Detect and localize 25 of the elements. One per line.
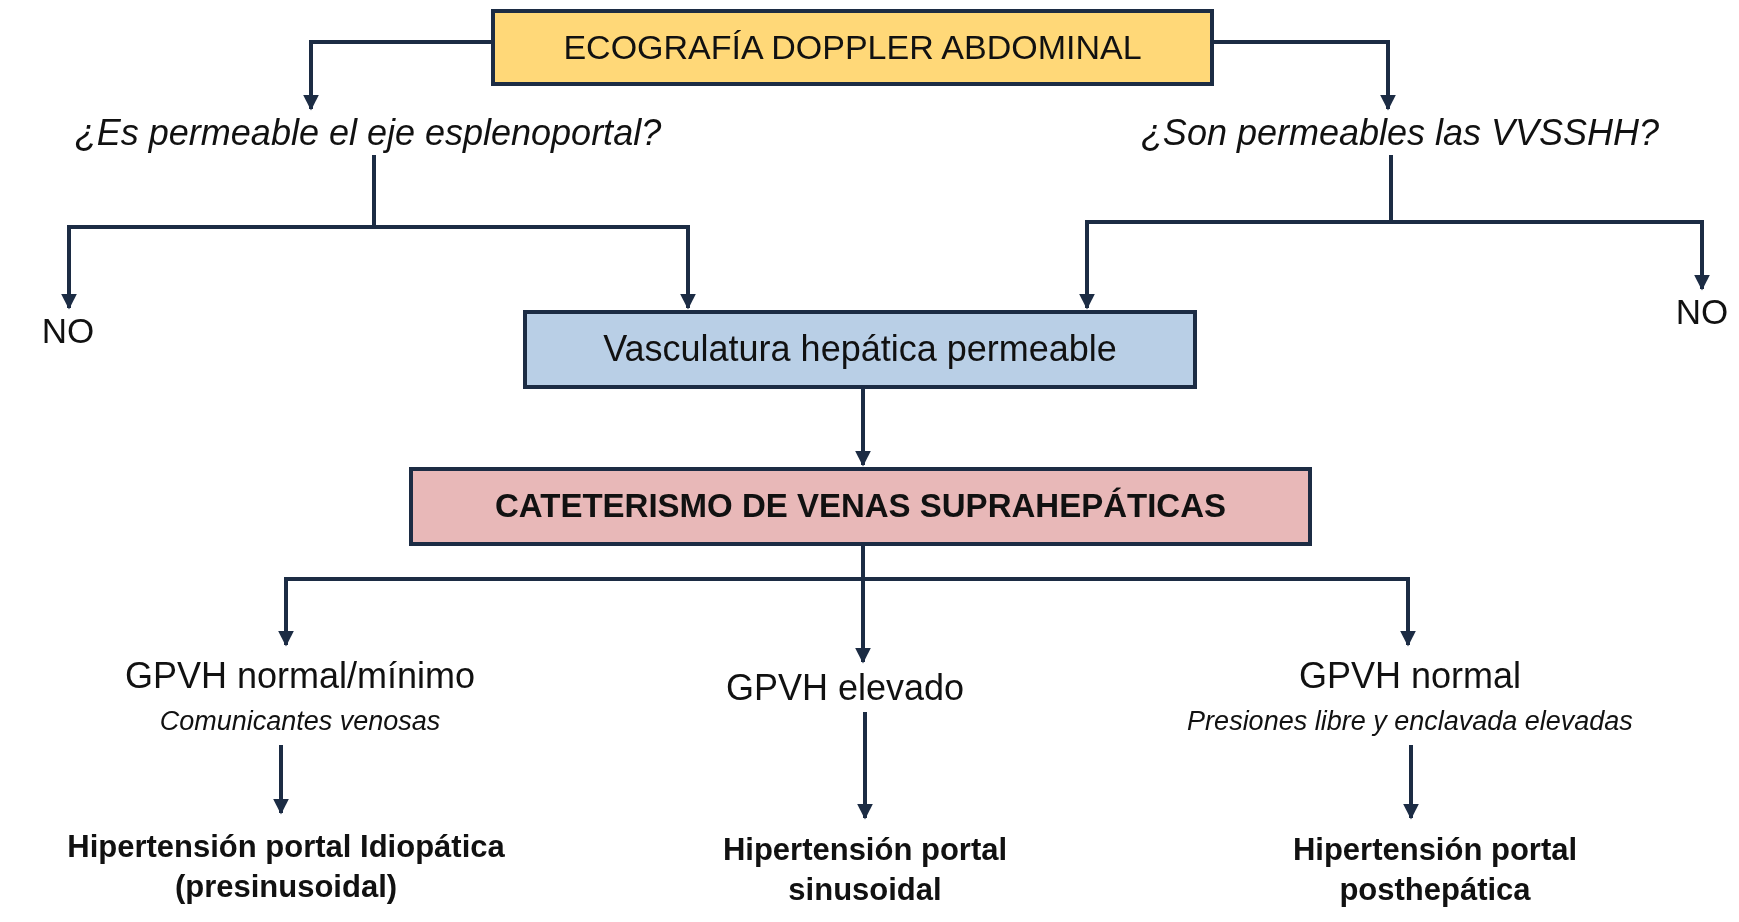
box-label: ECOGRAFÍA DOPPLER ABDOMINAL [563,27,1142,69]
connector-arrow [855,389,871,467]
process-box [409,467,1312,546]
connector-arrow [1403,745,1419,820]
diagnosis-text: Hipertensión portal posthepática [1291,830,1579,909]
question-text: ¿Son permeables las VVSSHH? [1140,110,1660,155]
note-text: Comunicantes venosas [159,704,441,738]
note-text: Presiones libre y enclavada elevadas [1187,704,1633,738]
process-box [491,9,1214,86]
result-text: GPVH elevado [725,665,965,710]
connector-arrow [273,745,289,815]
answer-text: NO [41,310,95,353]
answer-text: NO [1675,291,1729,334]
result-text: GPVH normal/mínimo [124,654,476,699]
connector-arrow [1389,155,1710,291]
diagnosis-text: Hipertensión portal Idiopática (presinusoidal) [66,827,506,906]
box-label: Vasculatura hepática permeable [603,327,1117,372]
diagnosis-text: Hipertensión portal sinusoidal [721,830,1009,909]
connector-arrow [303,40,491,111]
process-box [523,310,1197,389]
question-text: ¿Es permeable el eje esplenoportal? [74,110,662,155]
result-text: GPVH normal [1298,654,1522,699]
connector-arrow [1214,40,1396,111]
connector-arrow [857,712,873,820]
box-label: CATETERISMO DE VENAS SUPRAHEPÁTICAS [495,486,1226,527]
